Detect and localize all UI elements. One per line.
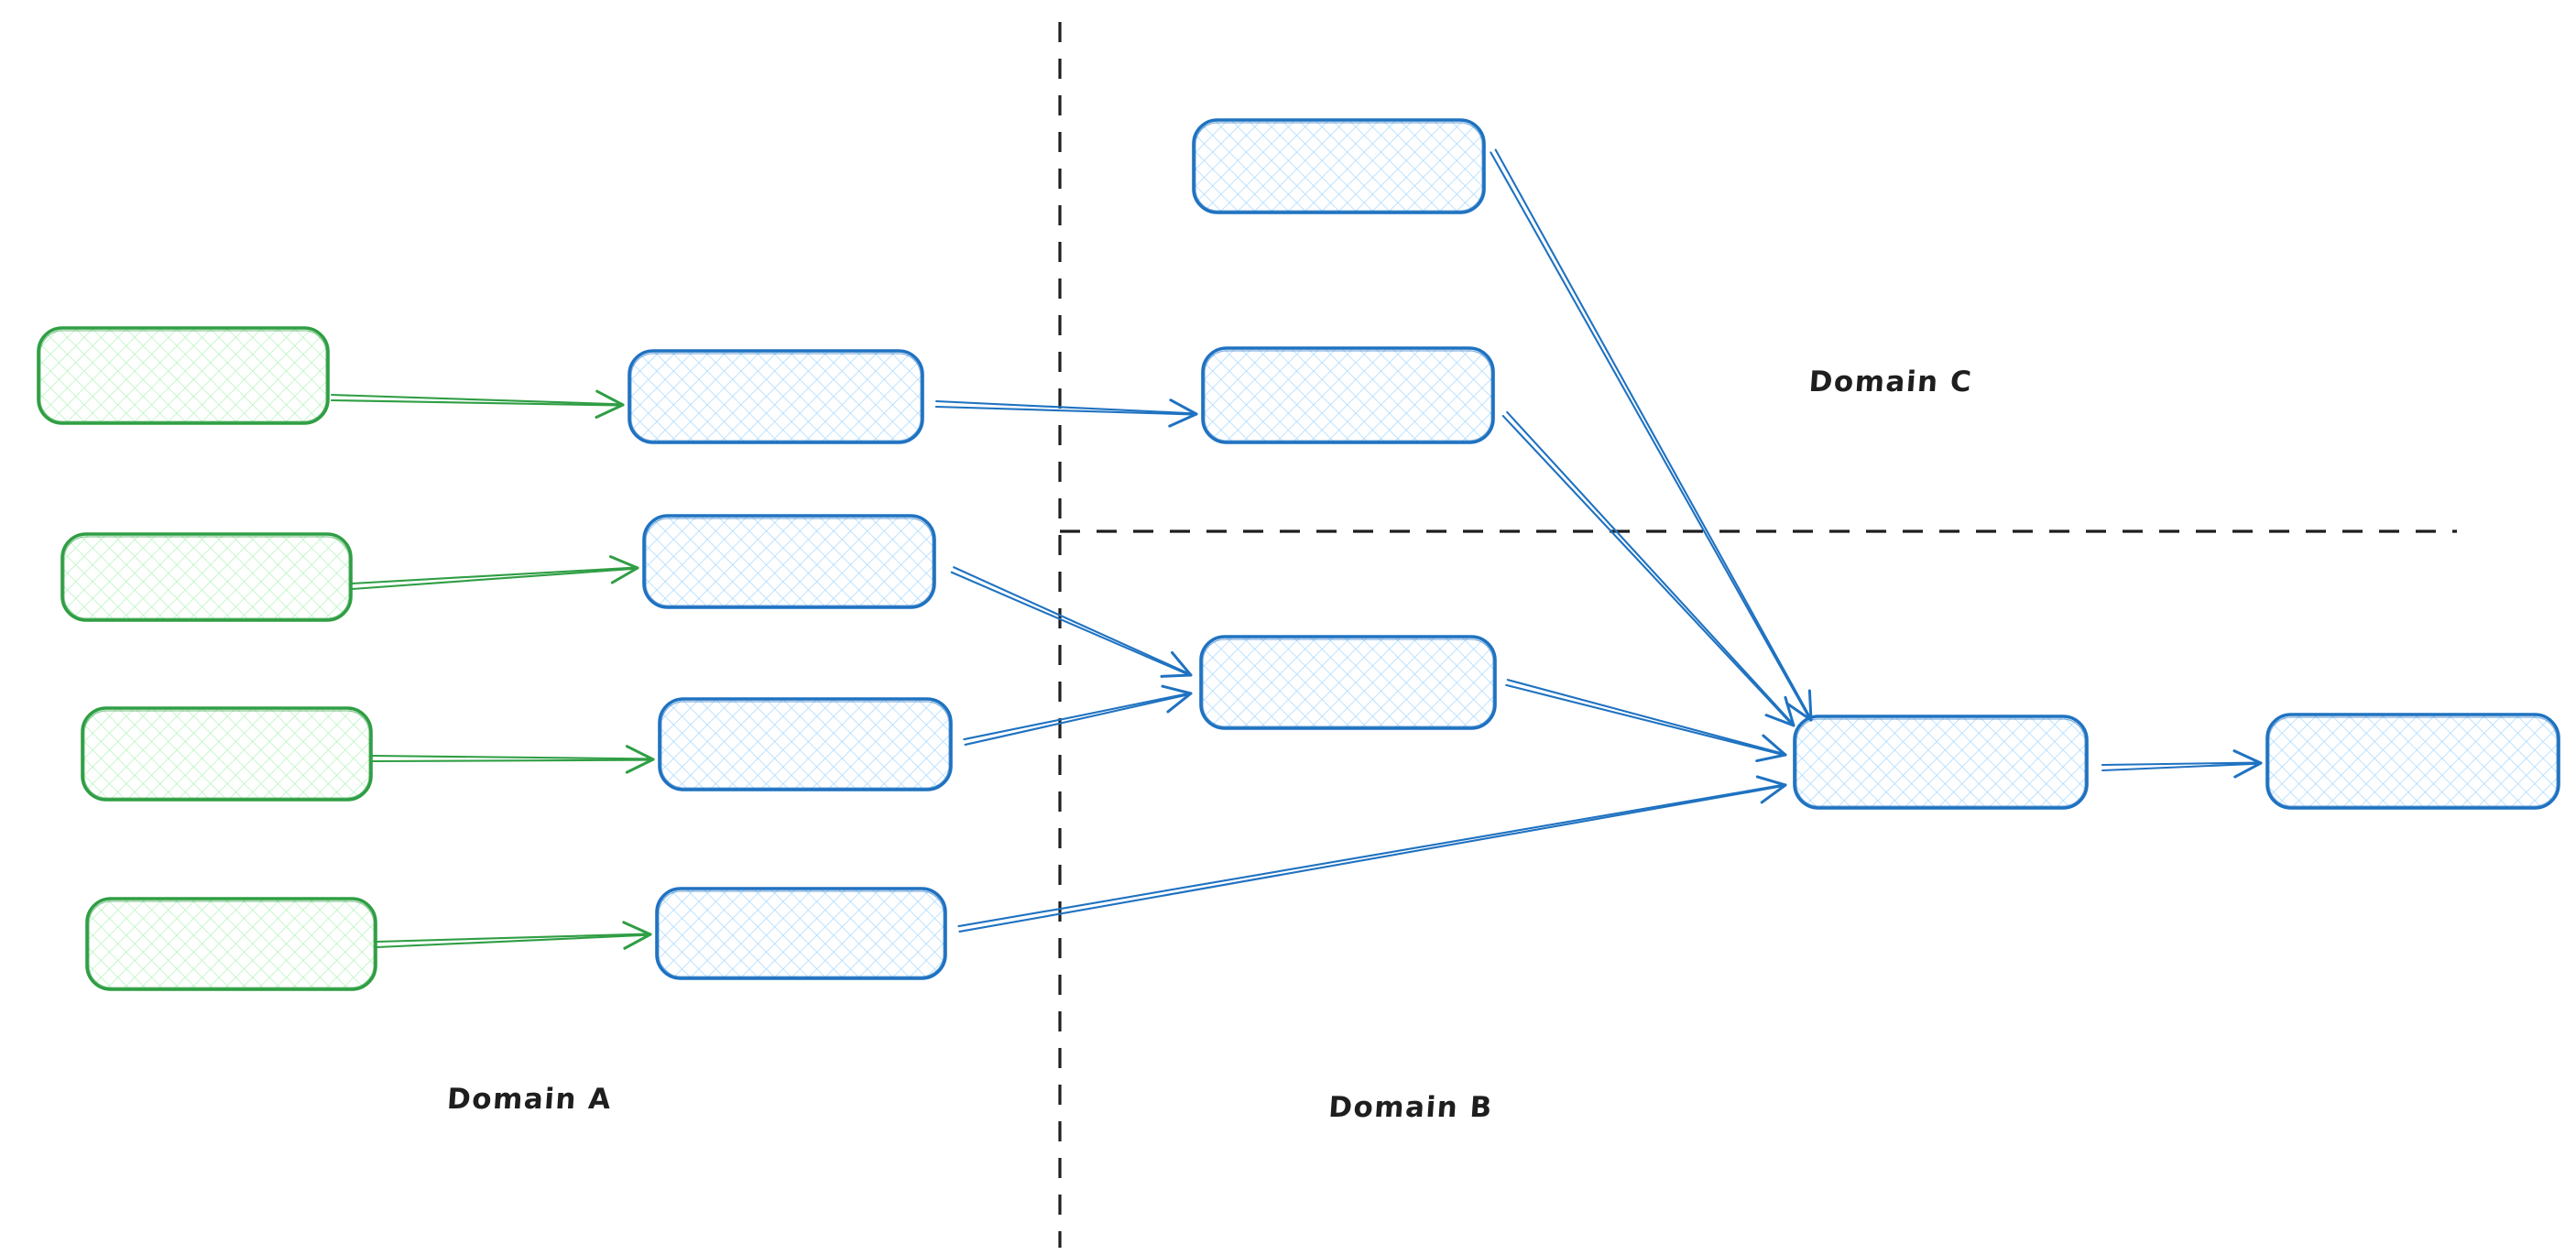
edge-ctop-to-merge xyxy=(1490,148,1813,722)
edge-src3-to-proc3 xyxy=(371,745,655,774)
node-a-src-4[interactable] xyxy=(85,897,377,991)
edge-b2-to-merge xyxy=(1505,679,1787,763)
node-b-merge[interactable] xyxy=(1793,715,2089,810)
domain-a-label: Domain A xyxy=(445,1083,614,1116)
edge-src4-to-proc4 xyxy=(375,921,652,950)
node-a-proc-3[interactable] xyxy=(658,697,953,791)
node-b-output[interactable] xyxy=(2265,713,2560,810)
node-b-node-2[interactable] xyxy=(1199,635,1497,730)
node-b-node-1[interactable] xyxy=(1201,346,1495,444)
edge-proc4-to-merge xyxy=(957,775,1787,933)
domain-b-label: Domain B xyxy=(1327,1091,1494,1124)
node-a-proc-4[interactable] xyxy=(655,887,947,980)
edge-src2-to-proc2 xyxy=(350,555,639,591)
edge-proc3-to-b2 xyxy=(963,684,1193,746)
node-a-proc-1[interactable] xyxy=(628,349,924,444)
edge-b1-to-merge xyxy=(1501,410,1796,727)
node-c-top[interactable] xyxy=(1192,118,1486,214)
node-a-proc-2[interactable] xyxy=(642,514,936,609)
node-a-src-1[interactable] xyxy=(37,326,330,425)
node-a-src-2[interactable] xyxy=(60,532,353,622)
edge-proc2-to-b2 xyxy=(950,566,1193,678)
edge-src1-to-proc1 xyxy=(330,389,625,419)
domain-c-label: Domain C xyxy=(1807,366,1974,398)
edge-proc1-to-b1 xyxy=(934,398,1198,428)
edge-merge-to-output xyxy=(2101,749,2263,779)
node-a-src-3[interactable] xyxy=(81,706,373,802)
